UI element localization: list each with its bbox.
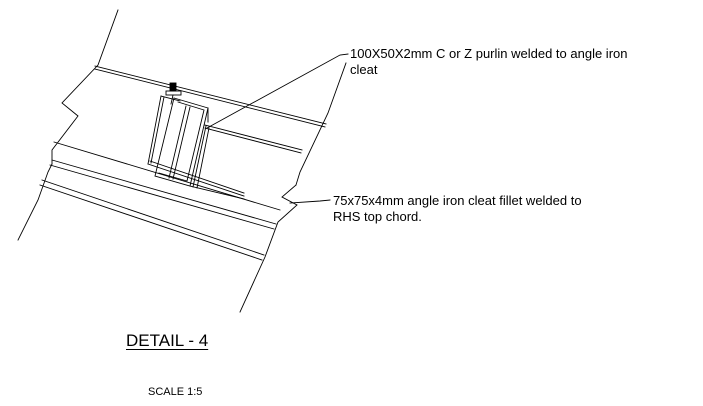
chord-bottom-edge-inner [39,184,263,261]
purlin-annotation-line-1: 100X50X2mm C or Z purlin welded to angle… [350,46,628,61]
cleat-annotation-line-2: RHS top chord. [333,209,422,224]
cleat-vertical-leg [192,125,207,188]
bolt-washer [165,90,182,96]
break-line-upper-right [295,62,347,186]
chord-bottom-edge [41,179,265,256]
scale-label: SCALE 1:5 [148,386,203,398]
cleat-annotation-line-1: 75x75x4mm angle iron cleat fillet welded… [333,193,582,208]
cleat-vertical-leg-inner [196,127,210,189]
bolt-shank [170,94,174,105]
cleat-leg-left [147,95,162,165]
cleat-annotation: 75x75x4mm angle iron cleat fillet welded… [333,193,582,225]
break-line-upper-left [51,9,119,165]
purlin-bottom-edge-inner [204,127,302,154]
purlin-top-edge-inner [94,68,326,128]
cleat-leader-line [289,199,331,204]
purlin-bottom-edge [204,124,303,151]
chord-inner-edge-2 [49,164,275,230]
cleat-base-inner [149,160,245,194]
break-line-lower-left [17,163,53,241]
purlin-web-line-2 [172,106,191,180]
cleat-top [160,95,181,102]
cleat-base [147,163,245,197]
purlin-leader-line [206,53,349,129]
purlin-web-line [168,105,187,179]
purlin-top-edge [94,65,327,125]
purlin-section-inner [158,101,205,182]
cleat-horizontal-leg [189,185,245,200]
bolt-head [169,82,177,92]
break-line-lower-right [239,184,298,313]
detail-title: DETAIL - 4 [126,331,209,350]
cleat-leg-left-inner [150,96,165,164]
purlin-annotation: 100X50X2mm C or Z purlin welded to angle… [350,46,627,78]
purlin-annotation-line-2: cleat [350,62,378,77]
chord-inner-edge [51,159,277,225]
